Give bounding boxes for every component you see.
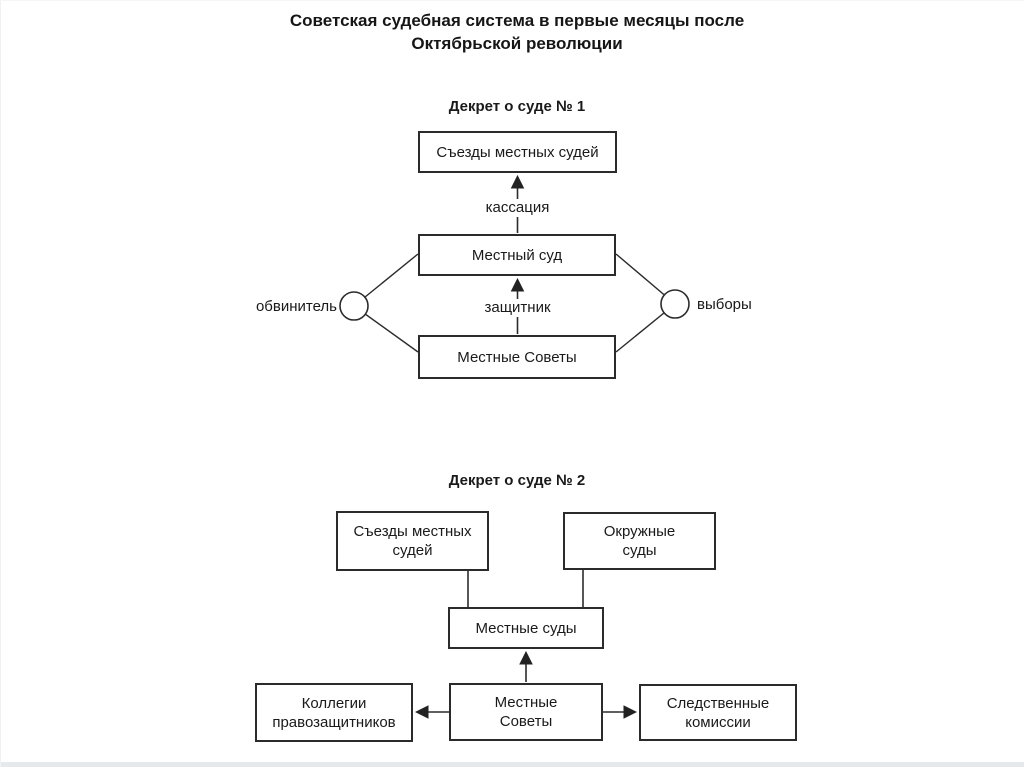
box-local-court: Местный суд	[418, 234, 616, 276]
box-local-soviets-2: Местные Советы	[449, 683, 603, 741]
box-congress-of-judges-1-label: Съезды местных судей	[436, 143, 599, 161]
elections-circle	[660, 289, 690, 319]
prosecutor-label: обвинитель	[255, 298, 337, 315]
box-investigative-commissions: Следственные комиссии	[639, 684, 797, 741]
box-local-courts: Местные суды	[448, 607, 604, 649]
box-congress-of-judges-2-label: Съезды местных судей	[353, 523, 472, 559]
decree2-heading: Декрет о суде № 2	[448, 472, 586, 489]
bottom-edge-strip	[1, 762, 1024, 767]
box-local-court-label: Местный суд	[471, 246, 563, 264]
box-local-soviets-1: Местные Советы	[418, 335, 616, 379]
box-district-courts: Окружные суды	[563, 512, 716, 570]
page-title: Советская судебная система в первые меся…	[289, 11, 745, 53]
box-local-soviets-1-label: Местные Советы	[457, 348, 577, 366]
prosecutor-circle	[339, 291, 369, 321]
elections-label: выборы	[697, 296, 752, 313]
decree1-heading: Декрет о суде № 1	[448, 98, 586, 115]
box-defenders-collegia-label: Коллегии правозащитников	[272, 694, 396, 731]
defender-label: защитник	[447, 299, 588, 317]
box-congress-of-judges-2: Съезды местных судей	[336, 511, 489, 571]
box-congress-of-judges-1: Съезды местных судей	[418, 131, 617, 173]
box-defenders-collegia: Коллегии правозащитников	[255, 683, 413, 742]
box-investigative-commissions-label: Следственные комиссии	[666, 694, 770, 731]
box-local-soviets-2-label: Местные Советы	[494, 694, 558, 730]
box-district-courts-label: Окружные суды	[603, 523, 676, 559]
box-local-courts-label: Местные суды	[475, 619, 577, 637]
cassation-label: кассация	[447, 199, 588, 217]
